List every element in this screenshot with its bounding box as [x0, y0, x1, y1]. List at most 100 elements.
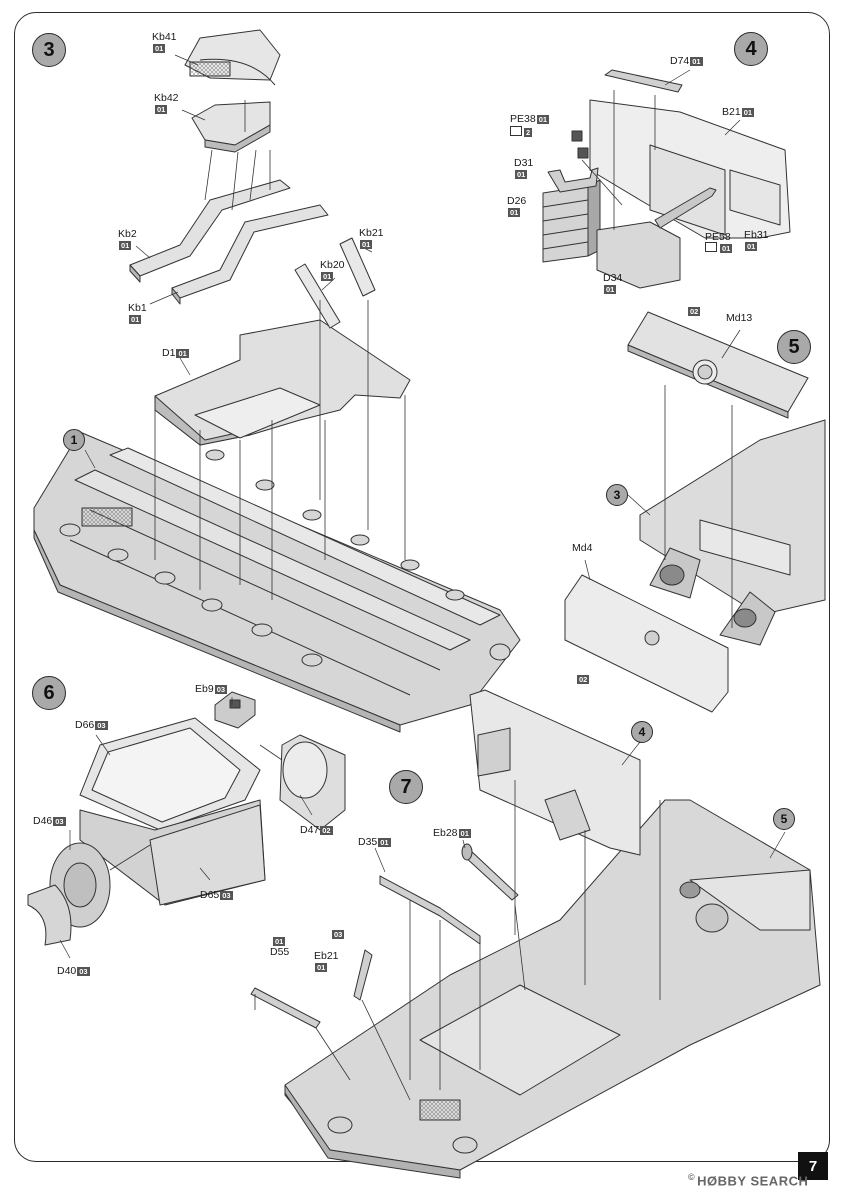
photo-etch-icon — [510, 126, 522, 137]
part-name: D26 — [507, 195, 527, 207]
page-number: 7 — [798, 1152, 828, 1180]
photo-etch-icon — [705, 242, 717, 253]
part-name: Kb2 — [118, 228, 137, 240]
part-name: D55 — [270, 946, 290, 958]
step5-part-md13 — [627, 311, 809, 419]
step6-engine-block — [79, 799, 266, 906]
part-label-md4: Md4 — [572, 543, 592, 554]
step6-part-d66 — [79, 717, 261, 831]
part-name: Kb42 — [154, 92, 179, 104]
part-label-kb20: Kb20 01 — [320, 260, 345, 282]
watermark: ©HØBBY SEARCH — [688, 1172, 808, 1188]
part-name: D40 — [57, 965, 77, 977]
part-name: D74 — [670, 55, 690, 67]
step-5-badge: 5 — [777, 330, 811, 364]
ref-step-3-number: 3 — [613, 488, 621, 502]
part-label-kb1: Kb1 01 — [128, 303, 147, 325]
step4-part-pe38 — [571, 130, 589, 159]
sprue-tag: 01 — [720, 243, 733, 253]
step3-seat-kb41 — [184, 29, 281, 86]
sprue-tag: 03 — [95, 720, 108, 730]
part-name: D47 — [300, 824, 320, 836]
sprue-tag: 01 — [321, 271, 334, 281]
step5-hull — [639, 419, 826, 646]
step-4-badge: 4 — [734, 32, 768, 66]
ref-step-3: 3 — [606, 484, 628, 506]
step-3-badge: 3 — [32, 33, 66, 67]
step-7-badge: 7 — [389, 770, 423, 804]
step3-frame-kb — [129, 179, 376, 329]
step4-part-d74 — [604, 69, 683, 93]
part-name: D46 — [33, 815, 53, 827]
part-label-d26: D26 01 — [507, 196, 526, 218]
watermark-text: HØBBY SEARCH — [697, 1173, 809, 1189]
sprue-tag: 01 — [378, 837, 391, 847]
part-name: Eb21 — [314, 950, 339, 962]
part-label-kb42: Kb42 01 — [154, 93, 179, 115]
sprue-tag: 01 — [458, 828, 471, 838]
guide-lines — [109, 90, 733, 1101]
part-label-d55: D55 — [270, 947, 289, 958]
md4-sprue-tag: 02 — [577, 675, 590, 684]
part-name: Eb31 — [744, 229, 769, 241]
part-name: PE58 — [705, 231, 731, 243]
part-label-kb21: Kb21 01 — [359, 228, 384, 250]
step6-part-eb9 — [214, 691, 256, 729]
step-4-number: 4 — [745, 37, 757, 60]
step7-hull-floor — [284, 799, 821, 1179]
step7-part-eb21 — [353, 949, 373, 1001]
part-label-eb31: Eb31 01 — [744, 230, 769, 252]
step7-part-eb28 — [461, 843, 519, 901]
part-name: D31 — [514, 157, 534, 169]
part-name: D65 — [200, 889, 220, 901]
ref-step-5-number: 5 — [780, 812, 788, 826]
sprue-tag: 03 — [77, 966, 90, 976]
part-label-kb41: Kb41 01 — [152, 32, 177, 54]
part-name: D35 — [358, 836, 378, 848]
ref-step-4-number: 4 — [638, 725, 646, 739]
ref-step-1-number: 1 — [70, 433, 78, 447]
part-name: PE38 — [510, 113, 536, 125]
part-name: Kb1 — [128, 302, 147, 314]
part-label-d31: D31 01 — [514, 158, 533, 180]
sprue-tag: 01 — [508, 207, 521, 217]
sprue-tag: 01 — [741, 107, 755, 117]
page-number-text: 7 — [808, 1157, 818, 1175]
part-name: Kb41 — [152, 31, 177, 43]
step-6-badge: 6 — [32, 676, 66, 710]
step4-part-pe58 — [654, 187, 717, 229]
eb21-extra-sprue-tag: 03 — [332, 930, 345, 939]
sprue-tag: 01 — [153, 43, 166, 53]
sprue-tag: 03 — [220, 890, 233, 900]
d55-sprue-tag: 01 — [273, 937, 286, 946]
step7-part-d35 — [379, 875, 481, 945]
sprue-tag: 01 — [155, 104, 168, 114]
part-name: Eb9 — [195, 683, 214, 695]
pe-count: 2 — [524, 127, 533, 137]
part-name: Eb28 — [433, 827, 458, 839]
step-7-number: 7 — [400, 775, 412, 798]
sprue-tag: 01 — [515, 169, 528, 179]
leader-lines — [59, 54, 786, 959]
step3-seat-kb42 — [191, 101, 271, 153]
part-label-eb21: Eb21 01 — [314, 951, 339, 973]
part-label-pe58: PE58 01 — [705, 231, 733, 254]
step4-part-d26 — [542, 179, 601, 263]
sprue-tag: 01 — [536, 114, 550, 124]
part-name: D66 — [75, 719, 95, 731]
sprue-tag: 01 — [690, 56, 703, 66]
sprue-tag: 01 — [315, 962, 328, 972]
part-name: Md13 — [726, 312, 753, 324]
sprue-tag: 01 — [360, 239, 373, 249]
